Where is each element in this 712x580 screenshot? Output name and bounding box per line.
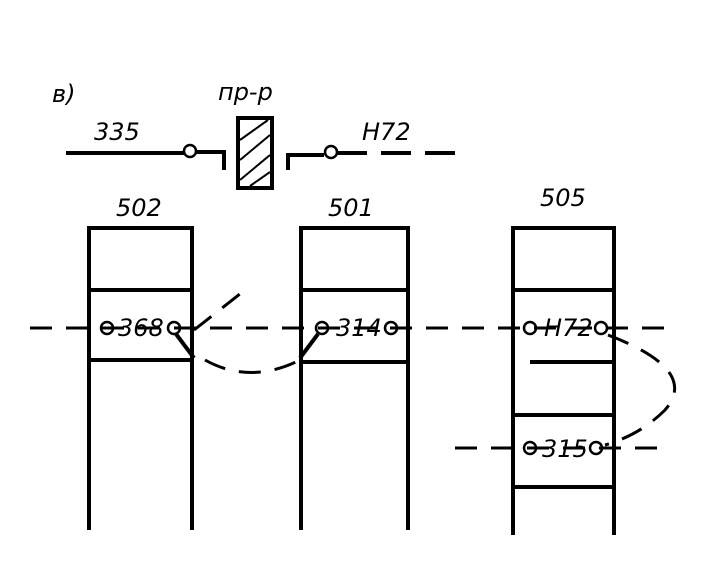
top-circuit <box>66 116 460 190</box>
fuse-label: пр-р <box>218 78 273 106</box>
terminal-505-label: 505 <box>540 184 586 212</box>
right-wire-label: Н72 <box>362 118 411 146</box>
jumper-wires <box>30 288 677 450</box>
terminal-502-label: 502 <box>116 194 162 222</box>
terminal-501-label: 501 <box>328 194 374 222</box>
terminal-502: 502 368 <box>87 194 196 530</box>
terminal-505: 505 Н72 315 <box>511 184 616 535</box>
figure-label: в) <box>52 80 76 108</box>
left-wire-label: 335 <box>94 118 140 146</box>
terminal-501: 501 314 <box>298 194 410 530</box>
